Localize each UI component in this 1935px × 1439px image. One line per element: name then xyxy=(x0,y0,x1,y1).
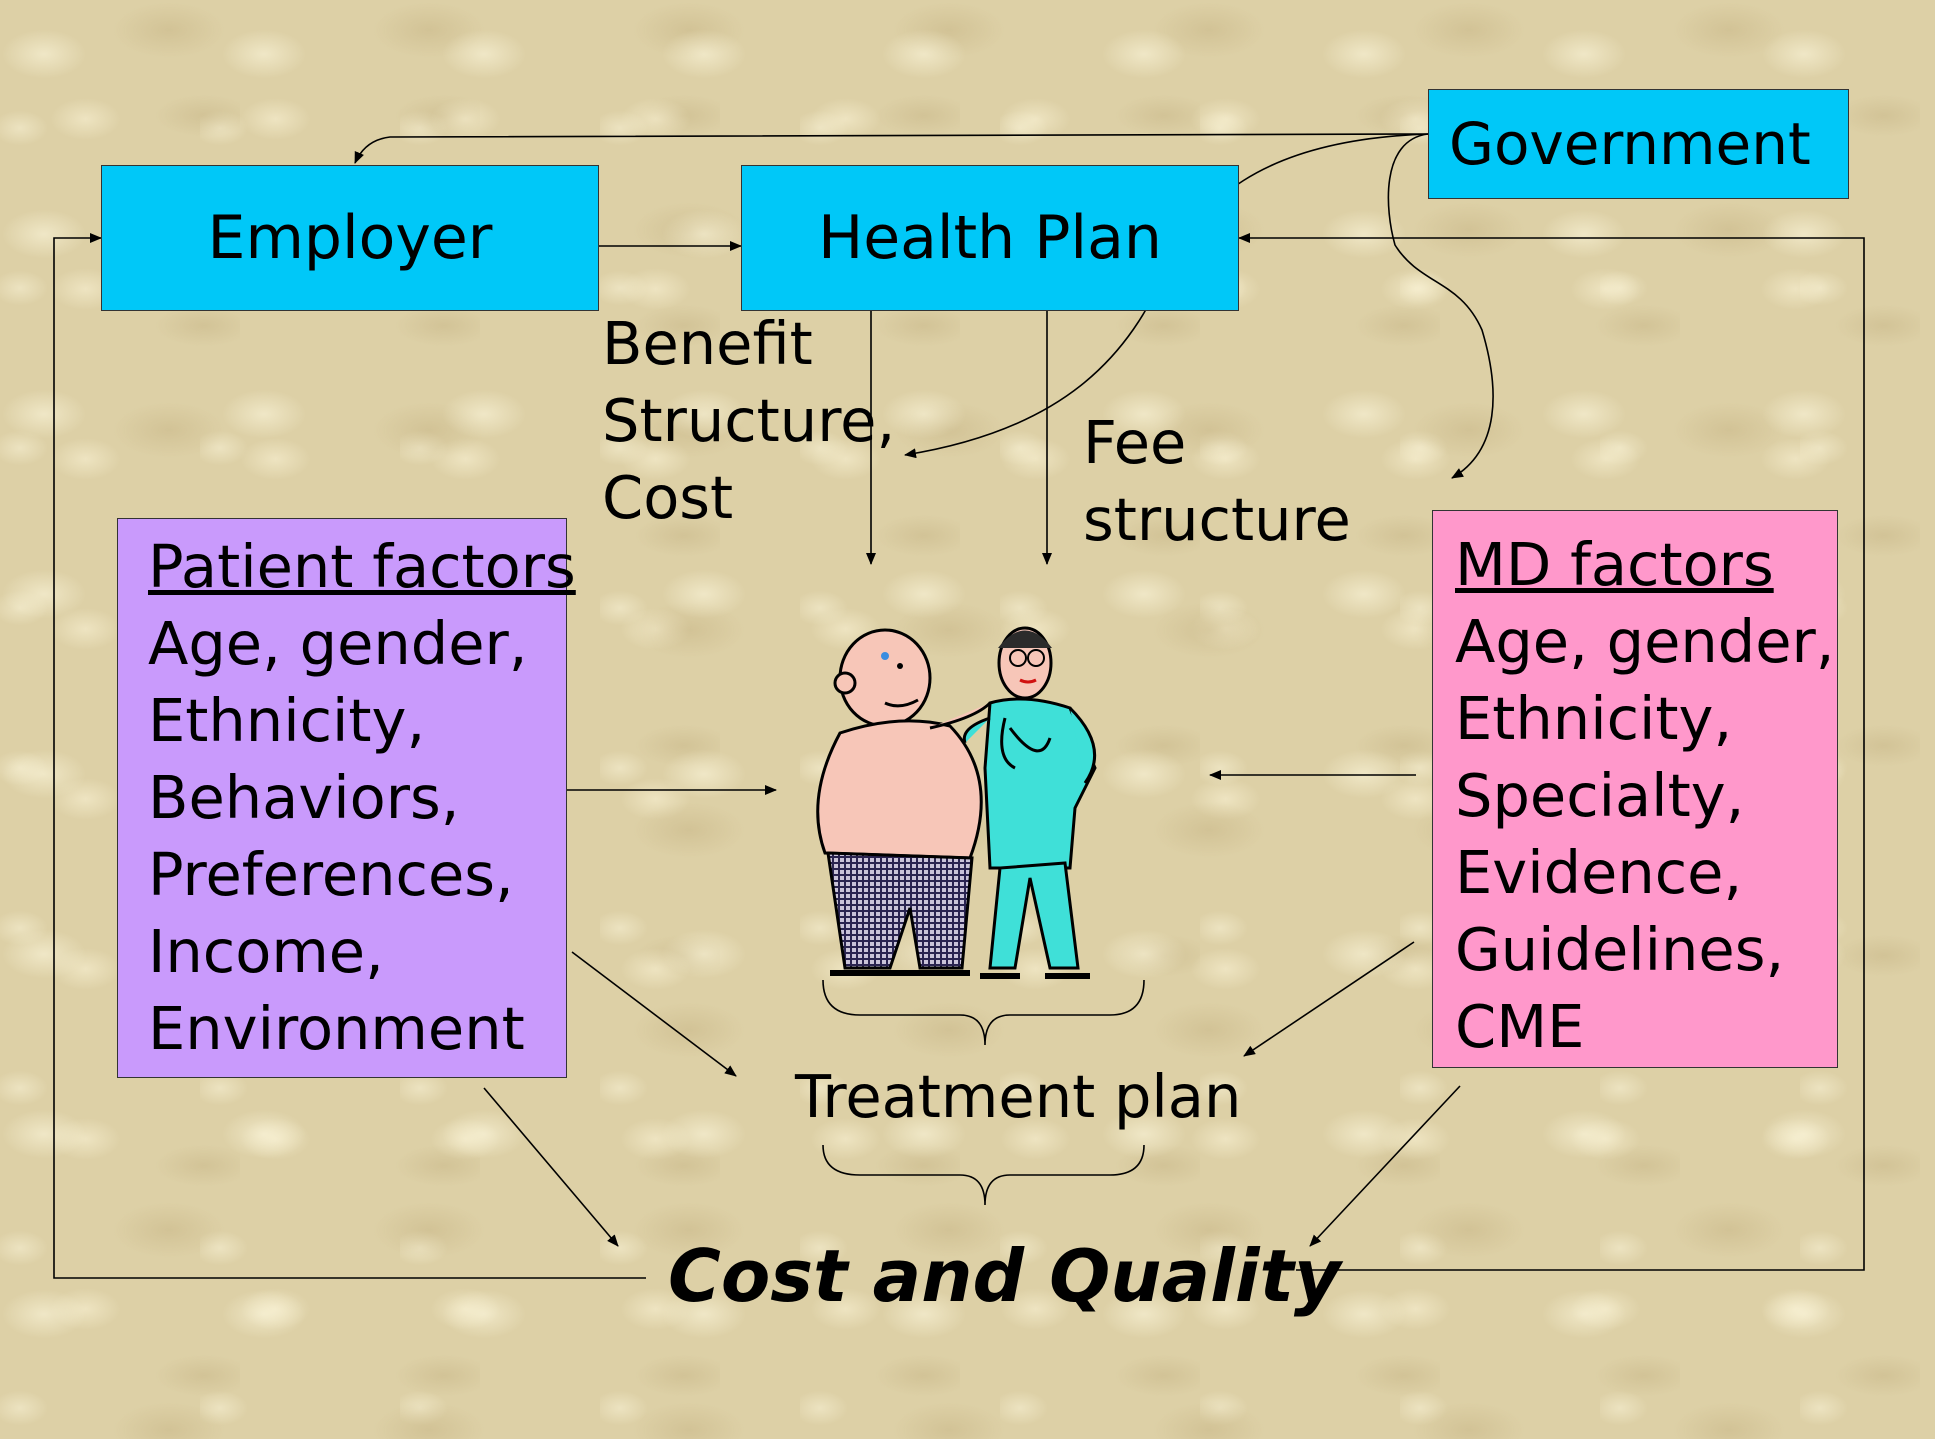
fee-line: structure xyxy=(1083,485,1351,554)
health-plan-label: Health Plan xyxy=(818,203,1162,273)
md-factor-item: Specialty, xyxy=(1455,761,1745,830)
md-factor-item: Age, gender, xyxy=(1455,607,1835,676)
benefit-line: Structure, xyxy=(602,386,896,455)
md-factor-item: CME xyxy=(1455,992,1585,1061)
doctor-figure xyxy=(962,626,1097,979)
patient-factor-item: Environment xyxy=(148,994,525,1063)
patient-factor-item: Ethnicity, xyxy=(148,686,426,755)
arrow-md-cost xyxy=(1309,1085,1461,1247)
patient-factors-title: Patient factors xyxy=(148,532,576,601)
doctor-patient-illustration xyxy=(816,626,1097,979)
arrow-cost-healthplan xyxy=(1238,233,1865,1271)
patient-factor-item: Age, gender, xyxy=(148,609,528,678)
health-plan-box: Health Plan xyxy=(741,165,1239,311)
patient-figure xyxy=(816,628,992,976)
md-factors-title: MD factors xyxy=(1455,530,1774,599)
brace-top xyxy=(822,979,1145,1046)
employer-label: Employer xyxy=(207,203,493,273)
arrow-patient-treatment xyxy=(571,951,737,1077)
employer-box: Employer xyxy=(101,165,599,311)
fee-structure-label: Fee structure xyxy=(1083,404,1351,558)
arrow-cost-employer xyxy=(53,233,646,1279)
patient-factor-item: Preferences, xyxy=(148,840,514,909)
patient-factors-box: Patient factors Age, gender, Ethnicity, … xyxy=(117,518,576,1078)
fee-line: Fee xyxy=(1083,408,1187,477)
md-factor-item: Evidence, xyxy=(1455,838,1743,907)
patient-factor-item: Behaviors, xyxy=(148,763,460,832)
brace-bottom xyxy=(822,1144,1145,1206)
arrow-government-employer xyxy=(354,133,1429,164)
government-label: Government xyxy=(1449,110,1811,178)
arrow-patient-cost xyxy=(483,1087,619,1247)
cost-and-quality-label: Cost and Quality xyxy=(668,1234,1341,1318)
treatment-plan-label: Treatment plan xyxy=(795,1062,1242,1131)
benefit-line: Cost xyxy=(602,463,734,532)
arrow-md-treatment xyxy=(1243,941,1415,1057)
government-box: Government xyxy=(1428,89,1849,199)
patient-factor-item: Income, xyxy=(148,917,384,986)
arrow-government-md xyxy=(1387,133,1494,479)
md-factor-item: Ethnicity, xyxy=(1455,684,1733,753)
md-factor-item: Guidelines, xyxy=(1455,915,1785,984)
benefit-line: Benefit xyxy=(602,309,813,378)
benefit-structure-label: Benefit Structure, Cost xyxy=(602,305,895,536)
md-factors-box: MD factors Age, gender, Ethnicity, Speci… xyxy=(1432,510,1838,1068)
